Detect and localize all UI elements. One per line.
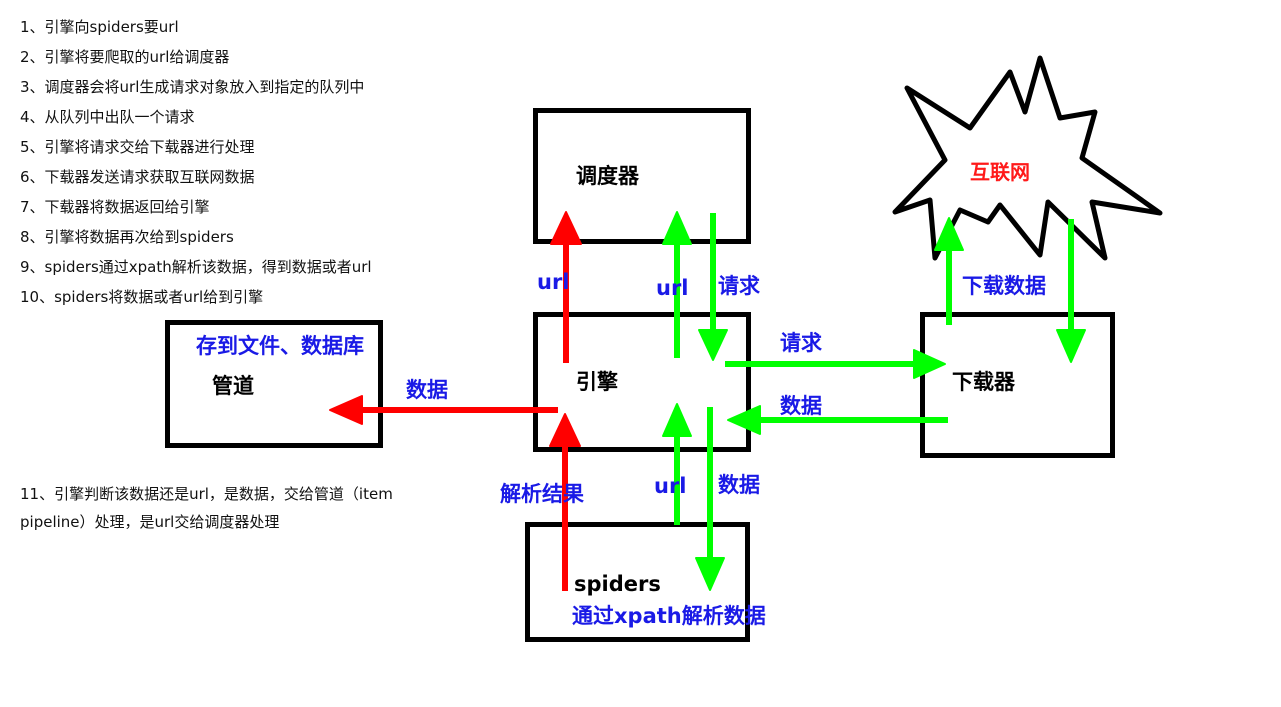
store-annotation: 存到文件、数据库: [196, 334, 364, 358]
data-label-mid: 数据: [780, 394, 822, 418]
green-head-request-right: [913, 349, 946, 379]
internet-cloud-shape: [892, 55, 1163, 261]
step-11-note: 11、引擎判断该数据还是url，是数据，交给管道（item pipeline）处…: [20, 485, 393, 531]
step-10: 10、spiders将数据或者url给到引擎: [20, 288, 264, 306]
pipeline-box: [165, 320, 383, 448]
url-label-green-top: url: [656, 276, 689, 300]
downloader-label: 下载器: [952, 370, 1015, 394]
parse-result-label: 解析结果: [500, 482, 584, 506]
spiders-parse-annotation: 通过xpath解析数据: [572, 604, 766, 628]
step-2: 2、引擎将要爬取的url给调度器: [20, 48, 230, 66]
step-3: 3、调度器会将url生成请求对象放入到指定的队列中: [20, 78, 365, 96]
step-9: 9、spiders通过xpath解析该数据，得到数据或者url: [20, 258, 372, 276]
spiders-label: spiders: [574, 572, 661, 596]
url-label-red: url: [537, 270, 570, 294]
green-head-data-left: [727, 405, 761, 435]
green-head-download-down: [1056, 329, 1086, 363]
step-1: 1、引擎向spiders要url: [20, 18, 179, 36]
red-head-pipeline: [329, 395, 363, 425]
data-label-bottom: 数据: [718, 473, 760, 497]
step-4: 4、从队列中出队一个请求: [20, 108, 195, 126]
scheduler-label: 调度器: [576, 164, 639, 188]
url-label-green-bottom: url: [654, 474, 687, 498]
engine-label: 引擎: [576, 370, 618, 394]
request-label-top: 请求: [718, 274, 760, 298]
step-6: 6、下载器发送请求获取互联网数据: [20, 168, 255, 186]
step-7: 7、下载器将数据返回给引擎: [20, 198, 210, 216]
green-head-data-down-bottom: [695, 557, 725, 591]
internet-label: 互联网: [970, 160, 1030, 184]
download-data-label: 下载数据: [962, 274, 1046, 298]
request-label-mid: 请求: [780, 331, 822, 355]
green-head-url-up-bottom: [662, 403, 692, 437]
downloader-box: [920, 312, 1115, 458]
green-head-request-down: [698, 329, 728, 361]
pipeline-label: 管道: [212, 374, 254, 398]
green-head-download-up: [934, 217, 964, 251]
step-8: 8、引擎将数据再次给到spiders: [20, 228, 234, 246]
step-5: 5、引擎将请求交给下载器进行处理: [20, 138, 255, 156]
red-head-engine: [549, 413, 581, 447]
green-head-url-up: [662, 211, 692, 245]
data-label-pipeline: 数据: [406, 378, 448, 402]
red-head-scheduler: [550, 211, 582, 245]
